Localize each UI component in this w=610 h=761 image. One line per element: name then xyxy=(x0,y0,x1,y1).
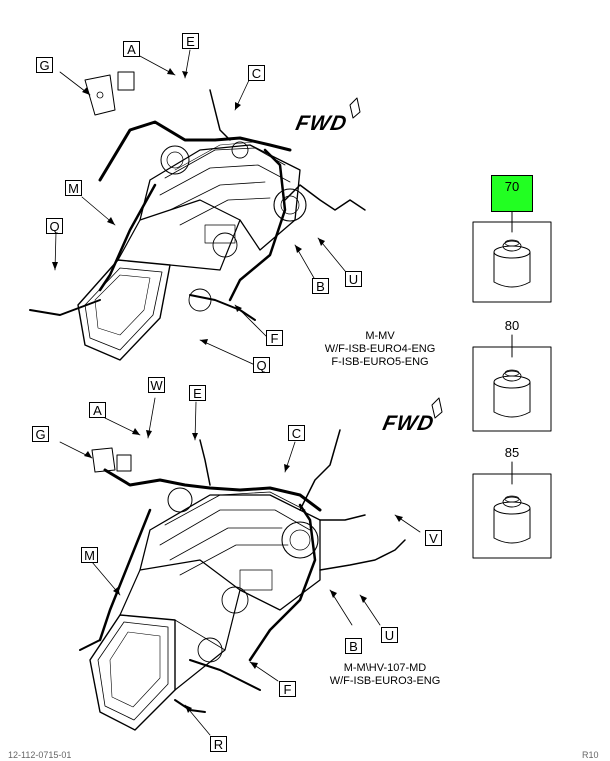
top-caption-line-3: F-ISB-EURO5-ENG xyxy=(331,356,429,368)
footer-drawing-number: 12-112-0715-01 xyxy=(8,750,72,760)
top-engine-drawing xyxy=(29,49,366,366)
canister-70 xyxy=(493,239,531,288)
footer-revision: R10 xyxy=(582,750,599,760)
callout-m-bottom: M xyxy=(81,547,98,563)
canister-85 xyxy=(493,495,531,544)
fwd-label-bottom: FWD xyxy=(380,412,437,435)
bottom-assembly-caption: M-M\HV-107-MD W/F-ISB-EURO3-ENG xyxy=(300,662,470,688)
callout-a-top: A xyxy=(123,41,140,57)
callout-f-bottom: F xyxy=(279,681,296,697)
top-assembly-caption: M-MV W/F-ISB-EURO4-ENG F-ISB-EURO5-ENG xyxy=(300,330,460,369)
callout-u-top: U xyxy=(345,271,362,287)
top-caption-line-1: M-MV xyxy=(365,330,395,342)
part-80-label[interactable]: 80 xyxy=(504,318,520,333)
callout-g-bottom: G xyxy=(32,426,49,442)
callout-e-top: E xyxy=(182,33,199,49)
callout-b-top: B xyxy=(312,278,329,294)
callout-c-top: C xyxy=(248,65,265,81)
callout-u-bottom: U xyxy=(381,627,398,643)
callout-r-bottom: R xyxy=(210,736,227,752)
bottom-caption-line-1: M-M\HV-107-MD xyxy=(343,662,427,674)
top-caption-line-2: W/F-ISB-EURO4-ENG xyxy=(324,343,436,355)
callout-b-bottom: B xyxy=(345,638,362,654)
callout-f-top: F xyxy=(266,330,283,346)
callout-c-bottom: C xyxy=(288,425,305,441)
callout-q-top-left: Q xyxy=(46,218,63,234)
part-70-highlight[interactable]: 70 xyxy=(491,175,533,212)
bottom-engine-drawing xyxy=(59,397,421,736)
callout-a-bottom: A xyxy=(89,402,106,418)
callout-q-top-bottom: Q xyxy=(253,357,270,373)
callout-e-bottom: E xyxy=(189,385,206,401)
fwd-label-top: FWD xyxy=(293,112,350,135)
bottom-caption-line-2: W/F-ISB-EURO3-ENG xyxy=(329,675,441,687)
canister-80 xyxy=(493,369,531,418)
callout-w-bottom: W xyxy=(148,377,165,393)
callout-m-top: M xyxy=(65,180,82,196)
part-85-label[interactable]: 85 xyxy=(504,445,520,460)
callout-v-bottom: V xyxy=(425,530,442,546)
callout-g-top: G xyxy=(36,57,53,73)
